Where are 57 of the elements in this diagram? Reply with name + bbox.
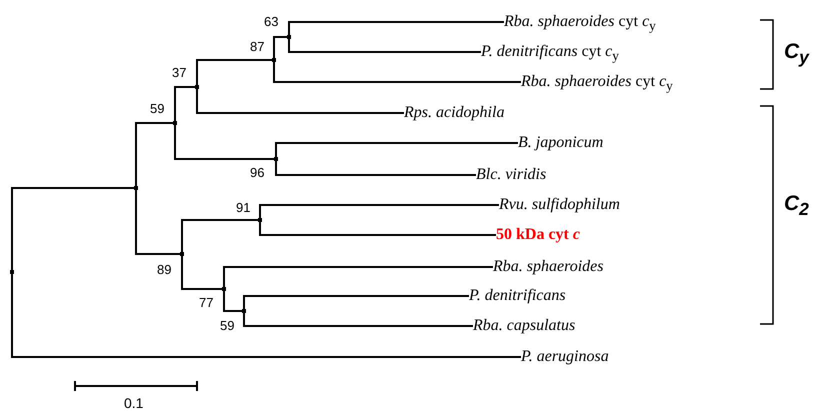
taxon-label: Rba. sphaeroides cyt c$_{y}$	[521, 72, 673, 96]
tree-branch	[259, 222, 496, 236]
clade-label: C$_{y}$	[784, 40, 809, 68]
tree-branch	[275, 161, 476, 176]
tree-branch	[275, 142, 518, 157]
tree-branch	[196, 59, 272, 85]
bootstrap-value: 96	[250, 165, 264, 180]
bootstrap-value: 87	[250, 39, 264, 54]
bootstrap-value: 63	[264, 14, 278, 29]
tree-branch	[223, 291, 242, 312]
branch-node	[134, 186, 138, 190]
tree-branch	[174, 86, 195, 121]
branch-node	[180, 252, 184, 256]
tree-branch	[174, 125, 274, 160]
tree-branch	[259, 204, 499, 218]
taxon-label: Rvu. sulfidophilum	[499, 195, 620, 215]
taxon-label: Rps. acidophila	[404, 103, 504, 123]
bootstrap-value: 91	[236, 200, 250, 215]
tree-branch	[181, 256, 222, 290]
branch-node	[258, 218, 262, 222]
tree-branch	[11, 274, 521, 358]
branch-node	[274, 157, 278, 161]
scale-label: 0.1	[124, 395, 144, 411]
taxon-label: Rba. capsulatus	[473, 316, 576, 336]
bootstrap-value: 37	[172, 65, 186, 80]
tree-branch	[135, 190, 180, 255]
bootstrap-value: 89	[157, 262, 172, 277]
taxon-label: P. denitrificans	[469, 286, 566, 306]
tree-branch	[223, 266, 493, 287]
tree-branch	[196, 89, 404, 114]
branch-node	[222, 287, 226, 291]
taxon-label: P. aeruginosa	[521, 347, 609, 367]
tree-branch	[273, 62, 521, 83]
bootstrap-value: 59	[150, 101, 164, 116]
branch-node	[242, 309, 246, 313]
tree-branch	[288, 39, 481, 53]
bootstrap-value: 59	[220, 318, 234, 333]
tree-branch	[243, 295, 469, 309]
branch-node	[287, 35, 291, 39]
taxon-label: P. denitrificans cyt c$_{y}$	[481, 42, 619, 66]
tree-branch	[11, 187, 134, 270]
taxon-label: 50 kDa cyt c	[496, 225, 580, 245]
branch-node	[195, 85, 199, 89]
taxon-label: Rba. sphaeroides	[493, 257, 604, 277]
branch-node	[272, 58, 276, 62]
tree-branch	[181, 219, 258, 252]
branch-node	[173, 121, 177, 125]
taxon-label: Blc. viridis	[476, 165, 546, 185]
tree-branch	[135, 122, 173, 186]
branch-node	[10, 270, 14, 274]
taxon-label: B. japonicum	[518, 133, 604, 153]
tree-branch	[243, 313, 473, 327]
taxon-label: Rba. sphaeroides cyt c$_{y}$	[504, 12, 656, 36]
tree-branch	[288, 21, 504, 35]
bootstrap-value: 77	[199, 295, 214, 310]
clade-label: C$_{2}$	[784, 192, 809, 220]
tree-branch	[273, 36, 287, 58]
